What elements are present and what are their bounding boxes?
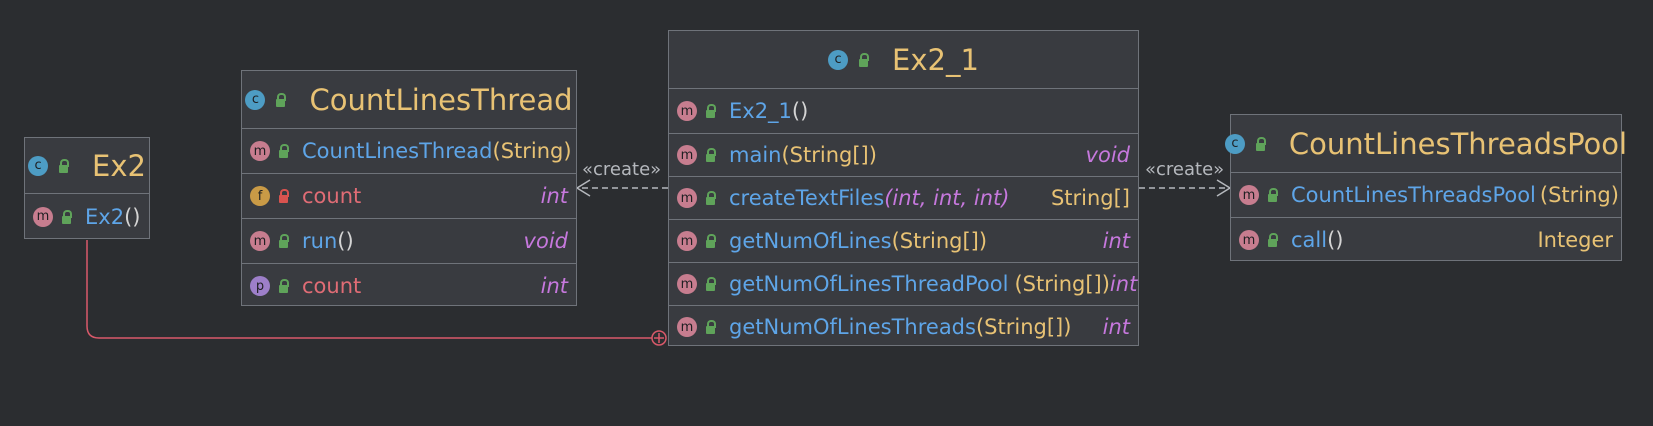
member-type: int: [540, 184, 568, 208]
method-icon: m: [250, 141, 270, 161]
member-name: main: [729, 143, 782, 167]
member-row[interactable]: m getNumOfLinesThreads(String[]) int: [669, 306, 1138, 348]
member-name: run: [302, 229, 338, 253]
class-box-count-lines-thread[interactable]: c CountLinesThread m CountLinesThread(St…: [241, 70, 577, 306]
static-method-icon: m: [677, 145, 697, 165]
member-params: (String): [492, 139, 572, 163]
public-lock-icon: [1267, 233, 1279, 247]
member-row[interactable]: m call() Integer: [1231, 218, 1621, 262]
member-name: CountLinesThreadsPool: [1291, 183, 1536, 207]
public-lock-icon: [705, 191, 717, 205]
class-header: c Ex2_1: [669, 31, 1138, 89]
member-params: (): [791, 99, 809, 123]
public-lock-icon: [858, 52, 870, 67]
class-header: c CountLinesThread: [242, 71, 576, 129]
member-name: Ex2_1: [729, 99, 792, 123]
member-row[interactable]: m createTextFiles(int, int, int) String[…: [669, 177, 1138, 220]
inner-class-edge: [86, 240, 653, 339]
public-lock-icon: [58, 158, 70, 173]
public-lock-icon: [278, 144, 290, 158]
member-row[interactable]: m main(String[]) void: [669, 134, 1138, 177]
member-name: count: [302, 274, 362, 298]
class-icon: c: [1224, 133, 1245, 154]
private-lock-icon: [278, 189, 290, 203]
member-type: int: [1109, 272, 1138, 296]
public-lock-icon: [275, 92, 287, 107]
member-type: int: [1102, 315, 1130, 339]
create-label-right: «create»: [1145, 159, 1225, 180]
public-lock-icon: [278, 234, 290, 248]
public-lock-icon: [705, 277, 717, 291]
class-icon: c: [28, 155, 49, 176]
member-name: CountLinesThread: [302, 139, 493, 163]
method-icon: m: [250, 231, 270, 251]
member-row[interactable]: m getNumOfLinesThreadPool(String[]) int: [669, 263, 1138, 306]
runnable-class-icon: c: [828, 49, 849, 70]
member-row[interactable]: m Ex2(): [25, 194, 149, 239]
method-icon: m: [677, 274, 697, 294]
static-method-icon: m: [677, 188, 697, 208]
method-icon: m: [1239, 230, 1259, 250]
member-row[interactable]: m CountLinesThread(String): [242, 129, 576, 174]
member-name: getNumOfLines: [729, 229, 892, 253]
class-box-ex2[interactable]: c Ex2 m Ex2(): [24, 137, 150, 239]
class-name: Ex2: [92, 148, 146, 183]
member-params: (): [337, 229, 354, 253]
member-name: getNumOfLinesThreads: [729, 315, 976, 339]
public-lock-icon: [705, 234, 717, 248]
class-header: c CountLinesThreadsPool: [1224, 115, 1627, 173]
method-icon: m: [677, 101, 697, 121]
member-type: void: [523, 229, 568, 253]
class-name: CountLinesThreadsPool: [1288, 126, 1628, 161]
member-params: (): [124, 204, 141, 229]
class-name: CountLinesThread: [309, 82, 573, 117]
member-params: (String[]): [891, 229, 988, 253]
public-lock-icon: [278, 279, 290, 293]
member-row[interactable]: m getNumOfLines(String[]) int: [669, 220, 1138, 263]
member-type: String[]: [1050, 186, 1130, 210]
member-row[interactable]: m Ex2_1(): [669, 89, 1138, 134]
property-icon: p: [250, 276, 270, 296]
class-box-ex2-1[interactable]: c Ex2_1 m Ex2_1() m main(String[]) void …: [668, 30, 1139, 346]
member-name: Ex2: [85, 204, 125, 229]
member-type: void: [1085, 143, 1130, 167]
method-icon: m: [677, 317, 697, 337]
member-type: int: [1102, 229, 1130, 253]
method-icon: m: [33, 206, 53, 227]
member-row[interactable]: m run() void: [242, 219, 576, 264]
member-params: (String[]): [1014, 272, 1110, 296]
member-row[interactable]: m CountLinesThreadsPool(String): [1231, 173, 1621, 218]
create-label-left: «create»: [582, 159, 662, 180]
member-params: (int, int, int): [884, 186, 1010, 210]
class-name: Ex2_1: [892, 42, 979, 77]
member-params: (String): [1539, 183, 1619, 207]
member-type: int: [540, 274, 568, 298]
member-type: Integer: [1537, 228, 1613, 252]
member-params: (): [1327, 228, 1344, 252]
class-header: c Ex2: [25, 138, 149, 194]
method-icon: m: [1239, 185, 1259, 205]
member-name: createTextFiles: [729, 186, 885, 210]
public-lock-icon: [705, 104, 717, 118]
class-icon: c: [245, 89, 266, 110]
public-lock-icon: [1267, 188, 1279, 202]
static-method-icon: m: [677, 231, 697, 251]
member-name: call: [1291, 228, 1328, 252]
public-lock-icon: [705, 320, 717, 334]
public-lock-icon: [61, 209, 73, 224]
member-params: (String[]): [975, 315, 1072, 339]
member-row[interactable]: f count int: [242, 174, 576, 219]
public-lock-icon: [705, 148, 717, 162]
field-icon: f: [250, 186, 270, 206]
member-name: count: [302, 184, 362, 208]
arrowhead-left-icon: [575, 179, 591, 197]
member-params: (String[]): [781, 143, 877, 167]
public-lock-icon: [1255, 136, 1267, 151]
class-box-count-lines-threads-pool[interactable]: c CountLinesThreadsPool m CountLinesThre…: [1224, 114, 1627, 262]
member-row[interactable]: p count int: [242, 264, 576, 308]
member-name: getNumOfLinesThreadPool: [729, 272, 1009, 296]
